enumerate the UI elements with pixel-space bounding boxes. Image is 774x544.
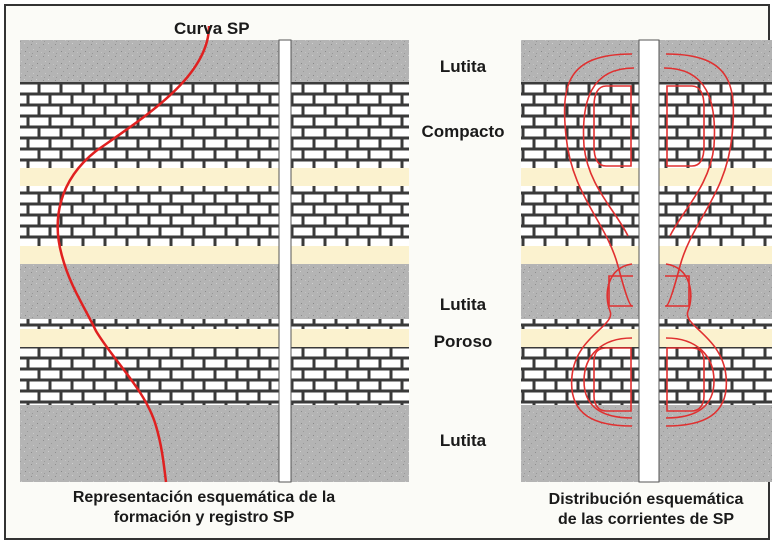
figure-frame: Curva SP Lutita Compacto Lutita Poroso L… xyxy=(4,4,772,540)
layer-label-porous: Poroso xyxy=(433,332,493,351)
layer-label-compact: Compacto xyxy=(421,122,505,141)
current-loop xyxy=(563,53,633,307)
right-caption-line1: Distribución esquemática xyxy=(548,491,744,508)
layer-limestone-compact xyxy=(20,82,409,168)
layer-label-shale-top: Lutita xyxy=(439,57,487,76)
layer-shale-bottom xyxy=(20,405,409,482)
borehole xyxy=(278,39,292,483)
current-loop xyxy=(665,53,735,307)
sp-current-lines xyxy=(563,53,735,427)
right-caption: Distribución esquemática de las corrient… xyxy=(549,490,744,530)
current-loop xyxy=(665,263,728,427)
layer-limestone xyxy=(20,186,409,246)
current-loop xyxy=(666,347,705,412)
borehole xyxy=(638,39,660,483)
right-caption-line2: de las corrientes de SP xyxy=(557,511,735,528)
current-loop xyxy=(608,275,633,307)
current-loop xyxy=(583,337,633,419)
left-caption: Representación esquemática de la formaci… xyxy=(73,488,335,528)
formation-diagram xyxy=(20,25,772,483)
layer-shale-middle xyxy=(20,264,409,319)
layer-porous-band xyxy=(20,329,409,347)
layer-shale-top xyxy=(20,40,409,82)
left-caption-line1: Representación esquemática de la xyxy=(72,489,336,506)
layer-limestone xyxy=(20,347,409,405)
current-loop xyxy=(665,275,690,307)
layer-porous-band xyxy=(20,168,409,186)
left-caption-line2: formación y registro SP xyxy=(113,509,295,526)
current-loop xyxy=(666,85,705,167)
current-loop xyxy=(570,263,633,427)
current-loop xyxy=(663,67,716,237)
current-loop xyxy=(593,347,632,412)
current-loop xyxy=(665,337,715,419)
current-loop xyxy=(593,85,632,167)
current-loop xyxy=(582,67,635,237)
layer-porous-band xyxy=(20,246,409,264)
layer-label-shale-bottom: Lutita xyxy=(439,431,487,450)
layer-limestone-porous xyxy=(20,319,409,329)
layer-label-shale-middle: Lutita xyxy=(439,295,487,314)
right-formation-column xyxy=(521,39,772,483)
sp-curve-label: Curva SP xyxy=(174,19,250,38)
left-formation-column xyxy=(20,25,409,483)
sp-curve xyxy=(56,25,211,483)
